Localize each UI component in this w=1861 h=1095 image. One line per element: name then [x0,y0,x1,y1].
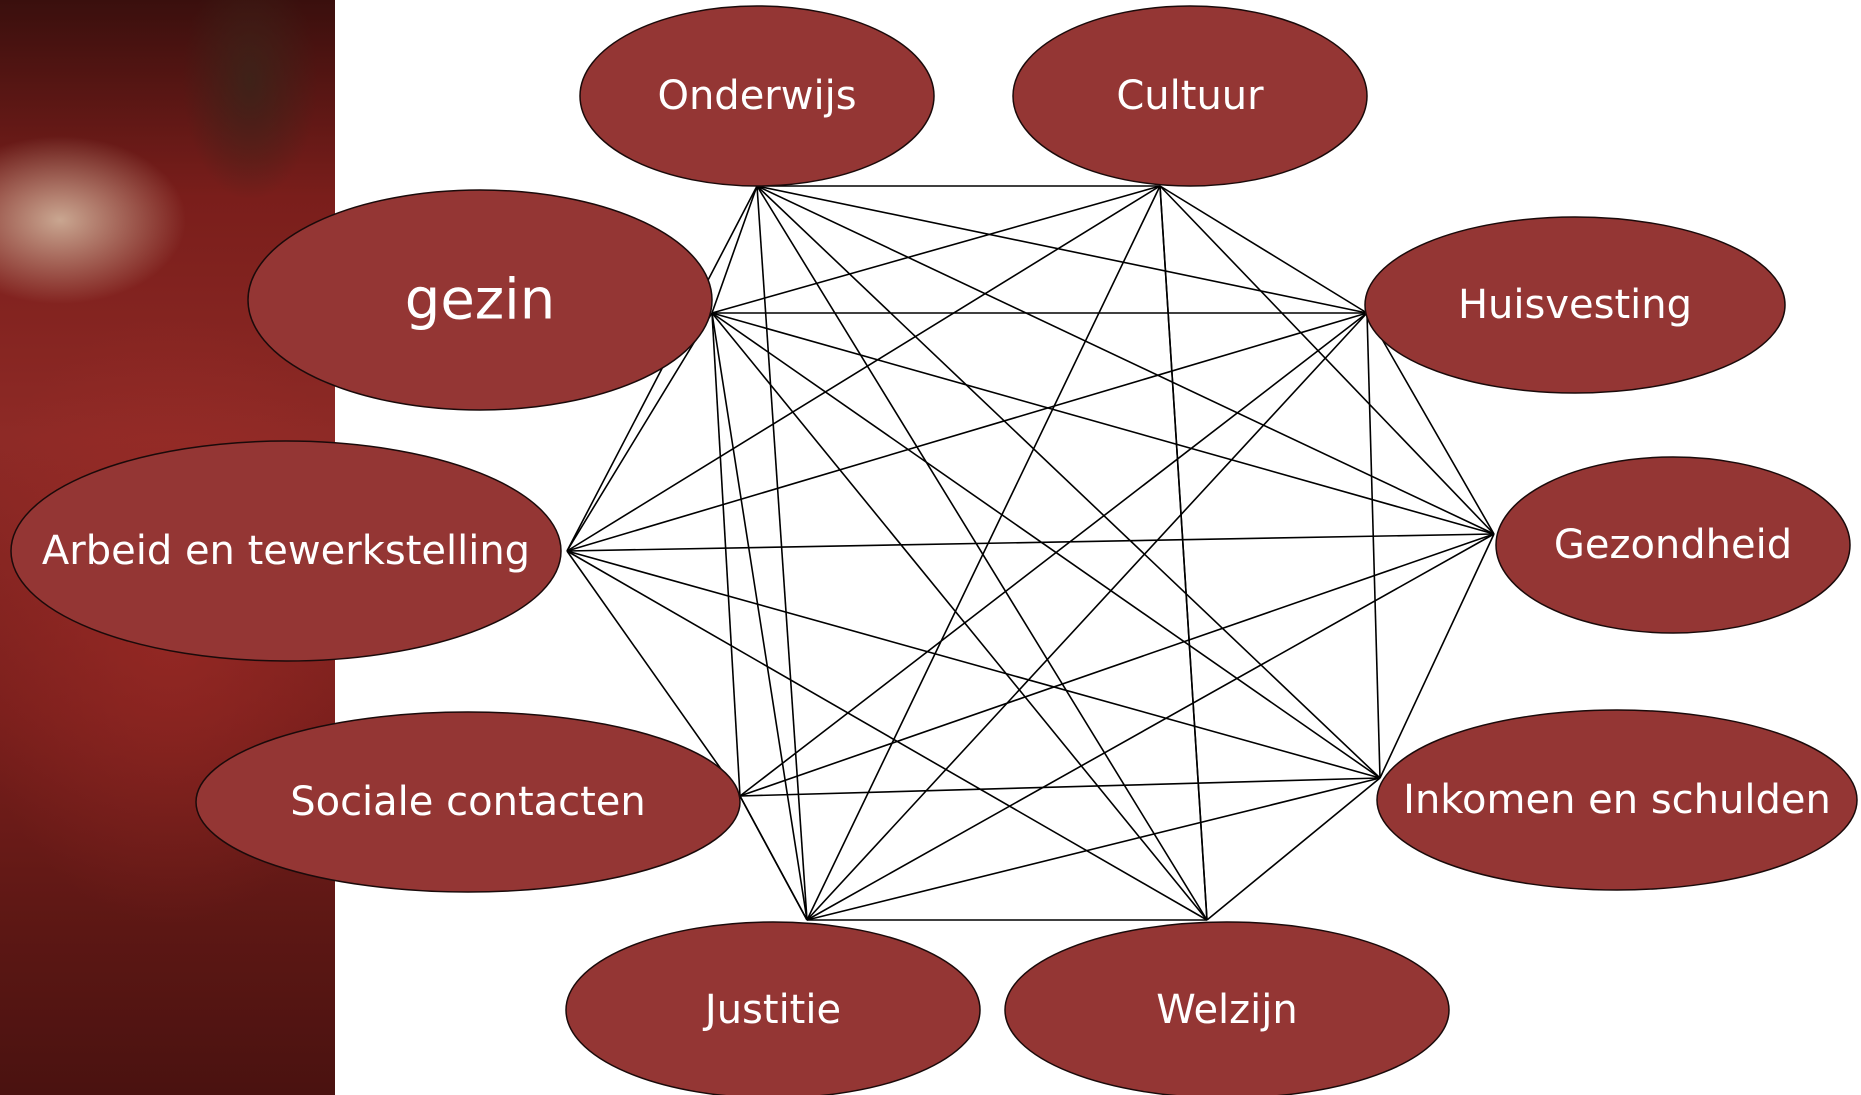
edge-cultuur-justitie [806,185,1161,921]
edge-onderwijs-welzijn [756,185,1208,921]
edge-cultuur-gezondheid [1159,185,1495,535]
node-label-sociale: Sociale contacten [290,779,646,825]
edge-welzijn-cultuur [1159,185,1208,921]
node-ellipse-gezin [247,189,713,411]
node-inkomen: Inkomen en schulden [1376,709,1858,891]
node-gezin: gezin [247,189,713,411]
edge-inkomen-welzijn [1206,777,1381,921]
node-label-onderwijs: Onderwijs [657,73,856,119]
edge-arbeid-gezin [566,312,713,552]
node-label-cultuur: Cultuur [1116,73,1264,119]
edge-arbeid-huisvesting [566,312,1368,552]
edge-gezondheid-sociale [739,533,1495,797]
edge-onderwijs-gezondheid [756,185,1495,535]
edge-justitie-sociale [739,795,808,921]
edge-onderwijs-huisvesting [756,185,1368,314]
node-ellipse-cultuur [1012,5,1368,187]
node-ellipse-onderwijs [579,5,935,187]
node-ellipse-justitie [565,921,981,1095]
edge-huisvesting-inkomen [1366,312,1381,779]
node-gezondheid: Gezondheid [1495,456,1851,634]
edge-gezin-gezondheid [711,312,1495,535]
edge-onderwijs-justitie [756,185,808,921]
node-label-justitie: Justitie [702,987,841,1033]
edge-cultuur-gezin [711,185,1161,314]
edge-gezondheid-inkomen [1379,533,1495,779]
edge-inkomen-sociale [739,777,1381,797]
edge-onderwijs-inkomen [756,185,1381,779]
node-cultuur: Cultuur [1012,5,1368,187]
node-ellipse-gezondheid [1495,456,1851,634]
edge-inkomen-arbeid [566,550,1381,779]
node-onderwijs: Onderwijs [579,5,935,187]
edge-gezin-justitie [711,312,808,921]
node-label-welzijn: Welzijn [1156,987,1298,1033]
node-arbeid: Arbeid en tewerkstelling [10,440,562,662]
node-huisvesting: Huisvesting [1364,216,1786,394]
edge-huisvesting-justitie [806,312,1368,921]
node-label-gezin: gezin [405,268,555,333]
edge-cultuur-huisvesting [1159,185,1368,314]
node-sociale: Sociale contacten [195,711,741,893]
node-ellipse-inkomen [1376,709,1858,891]
edge-layer [566,185,1495,921]
node-label-huisvesting: Huisvesting [1458,282,1692,328]
node-ellipse-arbeid [10,440,562,662]
edge-gezin-onderwijs [711,185,758,314]
node-ellipse-sociale [195,711,741,893]
edge-sociale-arbeid [566,550,741,797]
node-ellipse-huisvesting [1364,216,1786,394]
edge-inkomen-justitie [806,777,1381,921]
node-welzijn: Welzijn [1004,921,1450,1095]
edge-cultuur-arbeid [566,185,1161,552]
edge-welzijn-arbeid [566,550,1208,921]
node-label-inkomen: Inkomen en schulden [1403,777,1831,823]
edge-gezin-sociale [711,312,741,797]
node-justitie: Justitie [565,921,981,1095]
node-label-arbeid: Arbeid en tewerkstelling [42,528,530,574]
node-ellipse-welzijn [1004,921,1450,1095]
edge-huisvesting-sociale [739,312,1368,797]
edge-gezondheid-justitie [806,533,1495,921]
edge-gezondheid-arbeid [566,533,1495,552]
edge-gezin-welzijn [711,312,1208,921]
edge-gezin-inkomen [711,312,1381,779]
edge-huisvesting-gezondheid [1366,312,1495,535]
node-label-gezondheid: Gezondheid [1554,522,1792,568]
